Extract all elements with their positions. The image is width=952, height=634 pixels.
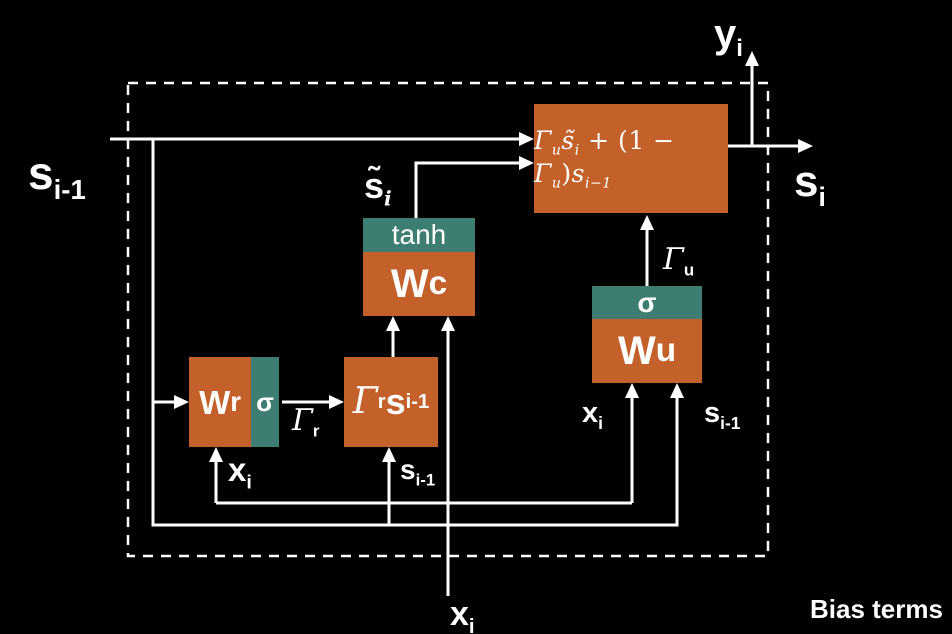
cell-boundary-dashed-border [126,81,770,558]
label-s-output: si [794,157,826,212]
label-s-tilde: s̃i [364,165,392,211]
label-s-prev-wu: si-1 [704,397,741,433]
sigma-activation-strip-wu: σ [592,286,702,319]
label-s-prev-input: si-1 [28,147,86,206]
update-combine-box: Γus̃i + (1 − Γu)si−1 [534,104,728,213]
arrow-s-tilde-to-combine [414,156,534,218]
tanh-activation-strip: tanh [363,218,475,252]
sigma-activation-strip-wr: σ [251,357,279,447]
label-bias-terms: Bias terms [810,594,943,624]
label-x-bottom-input: xi [450,595,475,634]
update-combine-formula: Γus̃i + (1 − Γu)si−1 [534,126,675,191]
label-x-wu: xi [582,397,603,433]
label-s-prev-reset-apply: si-1 [400,454,436,490]
label-gamma-r: Γr [292,403,320,441]
arrow-s-prev-rail-to-wu [151,139,684,527]
label-x-wr: xi [228,451,252,494]
label-y-output: yi [714,12,743,62]
label-gamma-u: Γu [663,242,695,280]
